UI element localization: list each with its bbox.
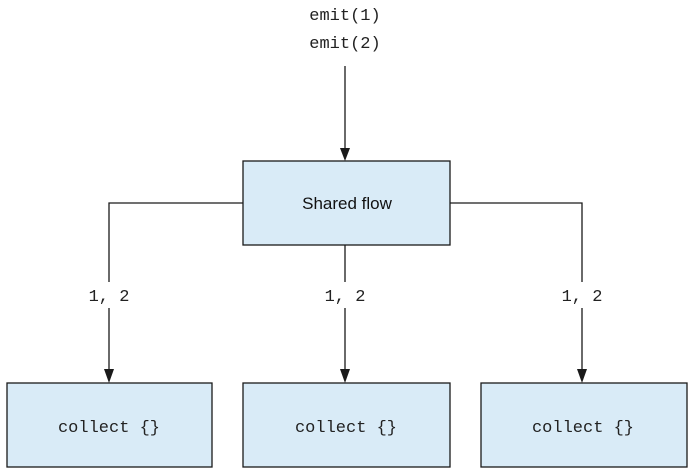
middle-values-label: 1, 2 xyxy=(325,288,366,307)
collector-label-right: collect {} xyxy=(532,419,634,438)
collector-box-right xyxy=(480,382,688,468)
collector-label-middle: collect {} xyxy=(295,419,397,438)
emit-arrow-head xyxy=(340,148,350,161)
middle-arrow-head xyxy=(340,369,350,383)
right-arrow-head xyxy=(577,369,587,383)
left-values-label: 1, 2 xyxy=(89,288,130,307)
right-branch-line-top xyxy=(450,202,583,282)
left-branch-line-top xyxy=(108,202,243,282)
shared-flow-box xyxy=(242,160,451,246)
emit-line-1: emit(1) xyxy=(309,7,380,26)
collector-box-middle xyxy=(242,382,451,468)
right-values-label: 1, 2 xyxy=(562,288,603,307)
shared-flow-label: Shared flow xyxy=(302,194,392,213)
emit-line-2: emit(2) xyxy=(309,35,380,54)
left-arrow-head xyxy=(104,369,114,383)
collector-box-left xyxy=(6,382,213,468)
collector-label-left: collect {} xyxy=(58,419,160,438)
